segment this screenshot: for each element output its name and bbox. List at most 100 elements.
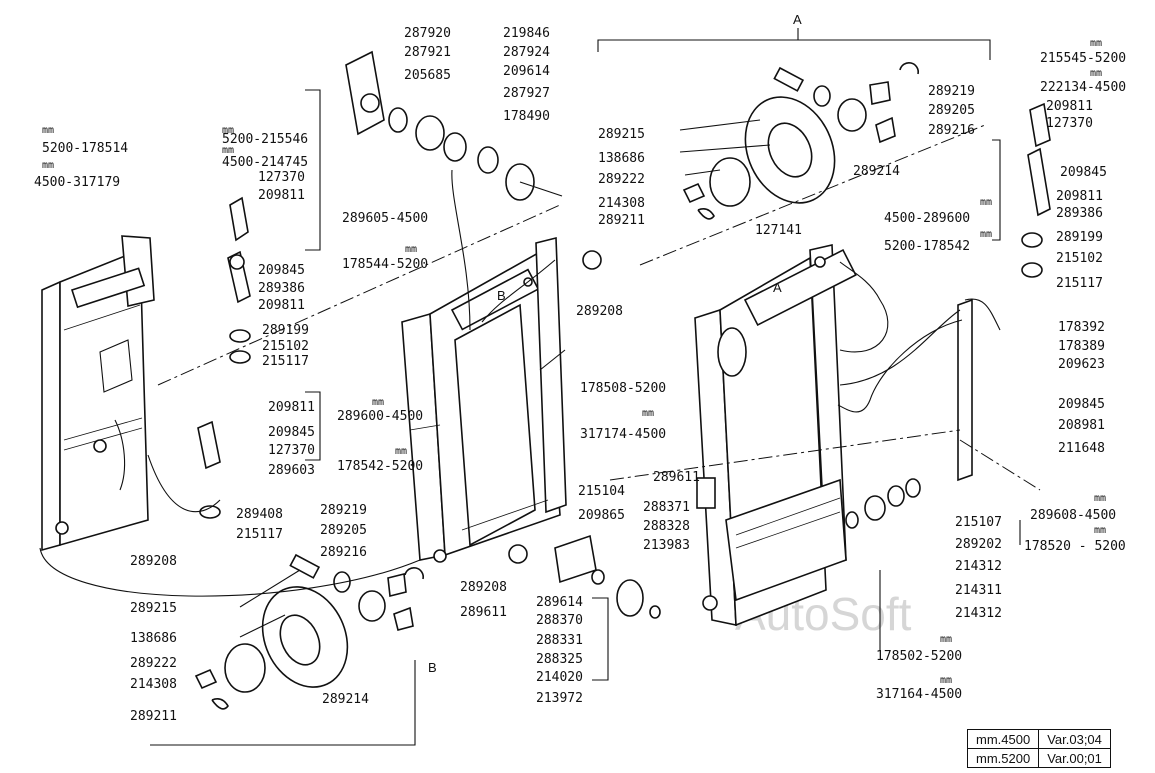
callout-289216-top: 289216 [928,123,975,138]
section-a-frame: A [773,280,782,295]
callout-287924: 287924 [503,45,550,60]
callout-208981: 208981 [1058,418,1105,433]
callout-289386-right: 289386 [1056,206,1103,221]
callout-289208-bottom: 289208 [460,580,507,595]
callout-209811-left-2: 209811 [258,298,305,313]
callout-289222-bottom: 289222 [130,656,177,671]
callout-289219-top: 289219 [928,84,975,99]
callout-215117-mid: 215117 [236,527,283,542]
callout-127370-right: 127370 [1046,116,1093,131]
callout-289214-top: 289214 [853,164,900,179]
callout-289219-bottom: 289219 [320,503,367,518]
callout-289605-4500: 289605-4500 [342,211,428,226]
callout-289608-4500: 289608-4500 [1030,508,1116,523]
callout-214308-bottom: 214308 [130,677,177,692]
unit-mm: mm [42,125,54,136]
bottom-roller-assembly [194,553,425,710]
callout-289205-top: 289205 [928,103,975,118]
callout-138686-top: 138686 [598,151,645,166]
version-row: mm.4500 Var.03;04 [966,729,1111,749]
callout-317164-4500: 317164-4500 [876,687,962,702]
callout-289215-top: 289215 [598,127,645,142]
callout-288325: 288325 [536,652,583,667]
unit-mm: mm [222,145,234,156]
callout-5200-215546: 5200-215546 [222,132,308,147]
unit-mm: mm [405,244,417,255]
callout-215102-right: 215102 [1056,251,1103,266]
callout-215117-right: 215117 [1056,276,1103,291]
callout-289603: 289603 [268,463,315,478]
callout-215104: 215104 [578,484,625,499]
top-pulley-subassembly [345,50,563,201]
callout-287927: 287927 [503,86,550,101]
unit-mm: mm [1090,38,1102,49]
callout-214312-b: 214312 [955,606,1002,621]
section-b-bottom: B [428,660,437,675]
callout-178502-5200: 178502-5200 [876,649,962,664]
callout-209845-right: 209845 [1060,165,1107,180]
callout-138686-bottom: 138686 [130,631,177,646]
callout-127370-left: 127370 [258,170,305,185]
callout-214308-top: 214308 [598,196,645,211]
callout-289208-center: 289208 [576,304,623,319]
unit-mm: mm [222,125,234,136]
callout-209811-right-2: 209811 [1056,189,1103,204]
callout-213972: 213972 [536,691,583,706]
callout-215545-5200: 215545-5200 [1040,51,1126,66]
callout-222134-4500: 222134-4500 [1040,80,1126,95]
callout-289211-top: 289211 [598,213,645,228]
assembly-arrows [39,169,961,597]
callout-labels: 287920 287921 205685 219846 287924 20961… [34,26,1126,724]
alignment-lines [157,124,986,481]
callout-209865: 209865 [578,508,625,523]
callout-289600-4500: 289600-4500 [337,409,423,424]
callout-209811-mid: 209811 [268,400,315,415]
callout-5200-178514: 5200-178514 [42,141,128,156]
callout-289222-top: 289222 [598,172,645,187]
callout-178389: 178389 [1058,339,1105,354]
callout-214312-a: 214312 [955,559,1002,574]
unit-mm: mm [940,675,952,686]
callout-288371: 288371 [643,500,690,515]
section-b-frame: B [497,288,506,303]
callout-127370-mid: 127370 [268,443,315,458]
callout-214020: 214020 [536,670,583,685]
callout-288331: 288331 [536,633,583,648]
callout-289199-left: 289199 [262,323,309,338]
callout-289205-bottom: 289205 [320,523,367,538]
callout-209811-left: 209811 [258,188,305,203]
version-model: mm.5200 [966,748,1040,768]
unit-mm: mm [42,160,54,171]
right-chain-anchor-parts [1021,102,1051,278]
callout-289408: 289408 [236,507,283,522]
callout-209845-mid: 209845 [268,425,315,440]
version-model: mm.4500 [966,729,1040,749]
unit-mm: mm [642,408,654,419]
inner-lift-frame [401,236,602,564]
callout-289211-bottom: 289211 [130,709,177,724]
unit-mm: mm [395,446,407,457]
callout-289611-center: 289611 [653,470,700,485]
callout-289214-bottom: 289214 [322,692,369,707]
callout-211648: 211648 [1058,441,1105,456]
unit-mm: mm [1094,525,1106,536]
callout-178520-5200: 178520 - 5200 [1024,539,1126,554]
version-table: mm.4500 Var.03;04 mm.5200 Var.00;01 [966,729,1111,768]
callout-178490: 178490 [503,109,550,124]
callout-289215-bottom: 289215 [130,601,177,616]
callout-215107: 215107 [955,515,1002,530]
unit-mm: mm [980,229,992,240]
callout-205685: 205685 [404,68,451,83]
callout-287921: 287921 [404,45,451,60]
callout-288370: 288370 [536,613,583,628]
callout-289611-bottom: 289611 [460,605,507,620]
callout-5200-178542: 5200-178542 [884,239,970,254]
left-chain-anchor-parts [197,196,251,519]
callout-289614: 289614 [536,595,583,610]
callout-289199-right: 289199 [1056,230,1103,245]
callout-209845-left: 209845 [258,263,305,278]
callout-4500-317179: 4500-317179 [34,175,120,190]
callout-289386-left: 289386 [258,281,305,296]
